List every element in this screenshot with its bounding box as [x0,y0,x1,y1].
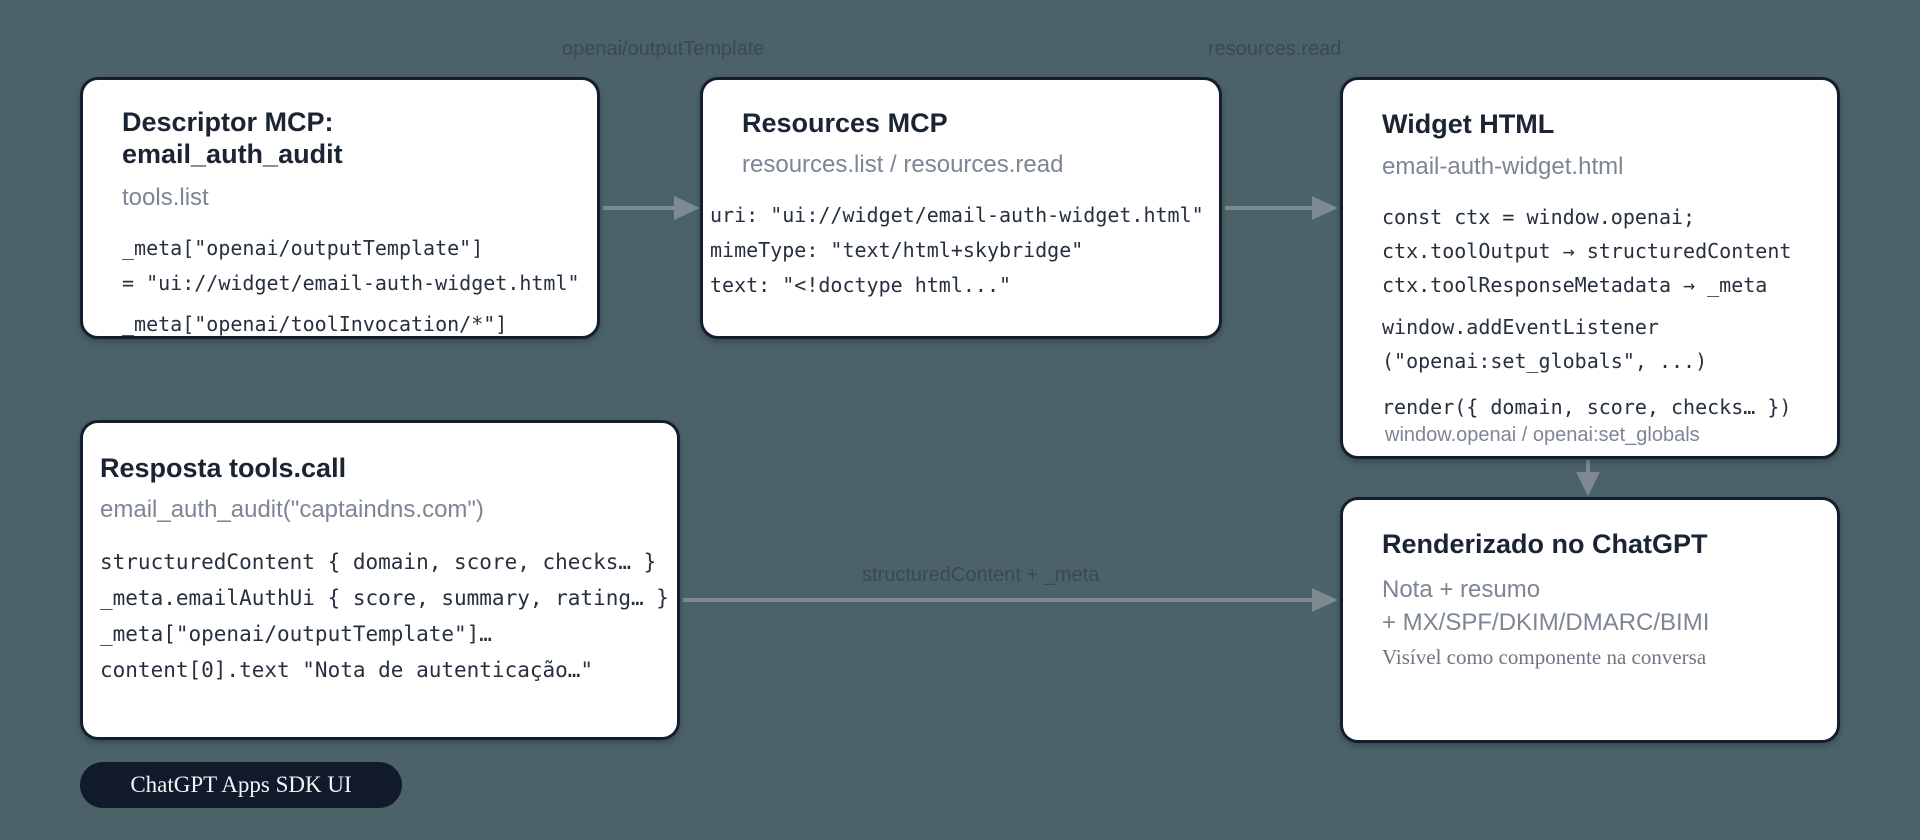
response-card-subtitle: email_auth_audit("captaindns.com") [100,496,484,523]
resources-card-subtitle: resources.list / resources.read [742,151,1064,178]
descriptor-card-subtitle: tools.list [122,184,209,211]
arrow-widget-to-rendered [1586,460,1590,474]
code-line: _meta["openai/toolInvocation/*"] [122,312,508,336]
descriptor-code-block: _meta["openai/outputTemplate"] = "ui://w… [122,231,580,342]
code-line: = "ui://widget/email-auth-widget.html" [122,271,580,295]
code-line: uri: "ui://widget/email-auth-widget.html… [710,203,1204,227]
rendered-card-title: Renderizado no ChatGPT [1382,529,1708,559]
code-line: const ctx = window.openai; [1382,205,1696,229]
widget-card-subtitle: email-auth-widget.html [1382,153,1624,180]
arrow-right-icon [1312,196,1338,220]
response-code-block: structuredContent { domain, score, check… [100,544,669,688]
rendered-summary-line: Nota + resumo [1382,576,1541,603]
widget-code-block: const ctx = window.openai; ctx.toolOutpu… [1382,200,1827,424]
descriptor-mcp-card: Descriptor MCP: email_auth_audit tools.l… [80,77,600,339]
resources-code-block: uri: "ui://widget/email-auth-widget.html… [710,198,1213,303]
arrow-response-to-rendered [683,598,1315,602]
code-line: text: "<!doctype html..." [710,273,1012,297]
arrow-right-icon [1312,588,1338,612]
code-line: _meta["openai/outputTemplate"]… [100,622,492,646]
response-card-title: Resposta tools.call [100,453,347,483]
code-line: content[0].text "Nota de autenticação…" [100,658,594,682]
arrow-right-icon [674,196,700,220]
rendered-in-chatgpt-card: Renderizado no ChatGPT Nota + resumo + M… [1340,497,1840,743]
arrow-down-icon [1576,472,1600,496]
tools-call-response-card: Resposta tools.call email_auth_audit("ca… [80,420,680,740]
sdk-badge: ChatGPT Apps SDK UI [80,762,402,808]
widget-card-footer: window.openai / openai:set_globals [1385,424,1700,446]
resources-card-title: Resources MCP [742,108,948,138]
code-line: render({ domain, score, checks… }) [1382,395,1792,419]
rendered-caption: Visível como componente na conversa [1382,645,1707,669]
code-line: _meta["openai/outputTemplate"] [122,236,484,260]
flow-label-resources-read: resources.read [1208,38,1342,60]
arrow-descriptor-to-resources [603,206,683,210]
code-line: ctx.toolResponseMetadata → _meta [1382,273,1768,297]
arrow-resources-to-widget [1225,206,1315,210]
code-line: _meta.emailAuthUi { score, summary, rati… [100,586,669,610]
code-line: ("openai:set_globals", ...) [1382,349,1708,373]
flow-label-output-template: openai/outputTemplate [562,38,765,60]
widget-card-title: Widget HTML [1382,109,1555,139]
descriptor-card-title: Descriptor MCP: email_auth_audit [122,107,343,169]
code-line: mimeType: "text/html+skybridge" [710,238,1084,262]
resources-mcp-card: Resources MCP resources.list / resources… [700,77,1222,339]
flow-label-structured-content: structuredContent + _meta [862,564,1100,586]
code-line: ctx.toolOutput → structuredContent [1382,239,1792,263]
widget-html-card: Widget HTML email-auth-widget.html const… [1340,77,1840,459]
rendered-checks-line: + MX/SPF/DKIM/DMARC/BIMI [1382,609,1710,636]
code-line: structuredContent { domain, score, check… [100,550,657,574]
code-line: window.addEventListener [1382,315,1659,339]
sdk-badge-label: ChatGPT Apps SDK UI [130,772,352,797]
